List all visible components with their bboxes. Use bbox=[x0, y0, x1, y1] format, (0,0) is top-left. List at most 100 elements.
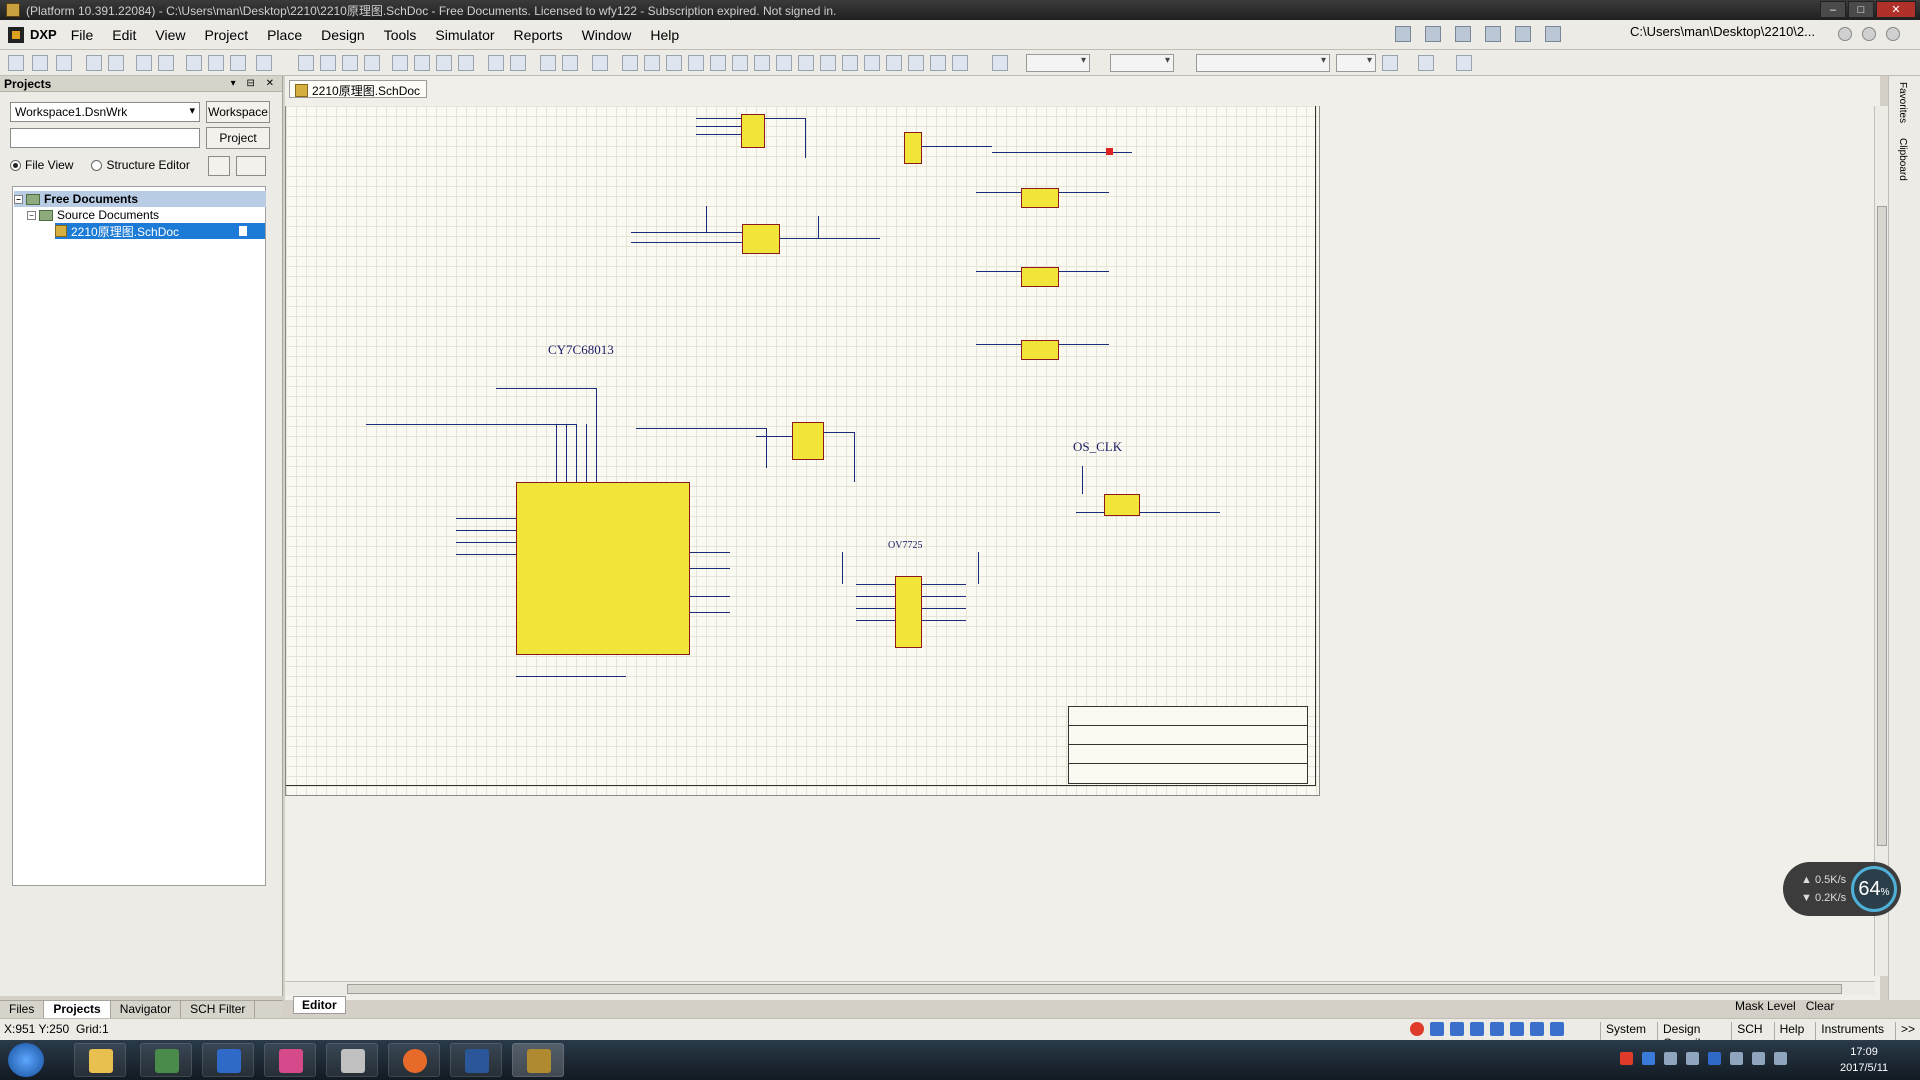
eeprom-chip[interactable] bbox=[742, 224, 780, 254]
place-wire-icon[interactable] bbox=[622, 55, 638, 71]
file-view-radio[interactable] bbox=[10, 159, 21, 171]
panel-header-controls[interactable]: ▾ ⊟ ✕ bbox=[230, 78, 278, 89]
minimize-button[interactable]: – bbox=[1820, 1, 1846, 18]
menu-window[interactable]: Window bbox=[581, 26, 632, 43]
collapse-icon[interactable]: − bbox=[27, 210, 36, 220]
tab-navigator[interactable]: Navigator bbox=[111, 1001, 182, 1018]
menu-file[interactable]: File bbox=[70, 26, 94, 43]
media-task[interactable] bbox=[264, 1043, 316, 1077]
zoom-fit-icon[interactable] bbox=[186, 55, 202, 71]
open-icon[interactable] bbox=[32, 55, 48, 71]
toolbar-combo-2[interactable] bbox=[1110, 54, 1174, 72]
header-connector-1[interactable] bbox=[741, 114, 765, 148]
skin-icon[interactable] bbox=[1530, 1022, 1544, 1036]
more-button[interactable]: >> bbox=[1894, 1022, 1920, 1050]
net-label-icon[interactable] bbox=[688, 55, 704, 71]
clear-button[interactable]: Clear bbox=[1805, 999, 1835, 1013]
back-icon[interactable] bbox=[1838, 27, 1852, 41]
sim-source-icon[interactable] bbox=[1515, 26, 1531, 42]
tab-sch-filter[interactable]: SCH Filter bbox=[181, 1001, 256, 1018]
compile-mask-icon[interactable] bbox=[952, 55, 968, 71]
cut-icon[interactable] bbox=[298, 55, 314, 71]
cross-probe-icon[interactable] bbox=[562, 55, 578, 71]
workspace-button[interactable]: Workspace bbox=[206, 101, 270, 123]
word-task[interactable] bbox=[450, 1043, 502, 1077]
schematic-sheet[interactable]: CY7C68013 OS_CLK OV7725 bbox=[285, 106, 1320, 796]
camera-label[interactable]: OV7725 bbox=[888, 540, 923, 551]
toolbar-combo-1[interactable] bbox=[1026, 54, 1090, 72]
clipboard-tab[interactable]: Clipboard bbox=[1897, 138, 1908, 181]
tab-projects[interactable]: Projects bbox=[44, 1001, 111, 1018]
tab-files[interactable]: Files bbox=[0, 1001, 45, 1018]
system-button[interactable]: System bbox=[1600, 1022, 1651, 1050]
place-bus-icon[interactable] bbox=[644, 55, 660, 71]
sch-button[interactable]: SCH bbox=[1731, 1022, 1767, 1050]
document-tab[interactable]: 2210原理图.SchDoc bbox=[289, 80, 428, 98]
no-erc-icon[interactable] bbox=[992, 55, 1008, 71]
zoom-in-icon[interactable] bbox=[256, 55, 272, 71]
tree-schdoc-item[interactable]: 2210原理图.SchDoc bbox=[55, 223, 265, 239]
user-icon[interactable] bbox=[1510, 1022, 1524, 1036]
sheet-entry-icon[interactable] bbox=[820, 55, 836, 71]
move-icon[interactable] bbox=[414, 55, 430, 71]
tree-source-documents[interactable]: − Source Documents bbox=[27, 207, 159, 223]
sogou-icon[interactable] bbox=[1410, 1022, 1424, 1036]
mcu-chip[interactable] bbox=[516, 482, 690, 655]
undo-icon[interactable] bbox=[488, 55, 504, 71]
hierarchy-icon[interactable] bbox=[540, 55, 556, 71]
toolbar-combo-3[interactable] bbox=[1196, 54, 1330, 72]
help-tray-icon[interactable] bbox=[1642, 1052, 1655, 1065]
line-style-icon[interactable] bbox=[1418, 55, 1434, 71]
device-sheet-icon[interactable] bbox=[842, 55, 858, 71]
zoom-selected-icon[interactable] bbox=[230, 55, 246, 71]
network-meter[interactable]: ▲ 0.5K/s ▼ 0.2K/s 64% bbox=[1783, 862, 1901, 916]
open-project-icon[interactable] bbox=[136, 55, 152, 71]
forward-icon[interactable] bbox=[1862, 27, 1876, 41]
sheet-symbol-icon[interactable] bbox=[798, 55, 814, 71]
switch-connector[interactable] bbox=[904, 132, 922, 164]
maximize-button[interactable]: □ bbox=[1848, 1, 1874, 18]
mcu-label[interactable]: CY7C68013 bbox=[548, 342, 614, 357]
taskbar-clock[interactable]: 17:09 2017/5/11 bbox=[1840, 1044, 1888, 1076]
vertical-scrollbar[interactable] bbox=[1874, 106, 1888, 976]
usb-connector[interactable] bbox=[792, 422, 824, 460]
redo-icon[interactable] bbox=[510, 55, 526, 71]
align-tool-icon[interactable] bbox=[1425, 26, 1441, 42]
wrench-icon[interactable] bbox=[1550, 1022, 1564, 1036]
project-input[interactable] bbox=[10, 128, 200, 148]
structure-editor-radio[interactable] bbox=[91, 159, 103, 171]
vertical-scroll-thumb[interactable] bbox=[1877, 206, 1887, 846]
harness-icon[interactable] bbox=[908, 55, 924, 71]
ground-port-icon[interactable] bbox=[732, 55, 748, 71]
regulator-1[interactable] bbox=[1021, 188, 1059, 208]
workspace-dropdown[interactable]: Workspace1.DsnWrk bbox=[10, 102, 200, 122]
zoom-area-icon[interactable] bbox=[208, 55, 224, 71]
horizontal-scrollbar[interactable] bbox=[285, 981, 1875, 995]
panel-refresh-icon[interactable] bbox=[208, 156, 230, 176]
rubber-stamp-icon[interactable] bbox=[364, 55, 380, 71]
camera-connector[interactable] bbox=[895, 576, 922, 648]
mask-level-button[interactable]: Mask Level bbox=[1735, 999, 1796, 1013]
horizontal-scroll-thumb[interactable] bbox=[347, 984, 1842, 994]
print-preview-icon[interactable] bbox=[108, 55, 124, 71]
speaker-icon[interactable] bbox=[1774, 1052, 1787, 1065]
browse-library-icon[interactable] bbox=[592, 55, 608, 71]
help-button[interactable]: Help bbox=[1773, 1022, 1810, 1050]
deselect-icon[interactable] bbox=[458, 55, 474, 71]
regulator-3[interactable] bbox=[1021, 340, 1059, 360]
digital-device-icon[interactable] bbox=[1485, 26, 1501, 42]
menu-edit[interactable]: Edit bbox=[112, 26, 137, 43]
arrange-icon[interactable] bbox=[1456, 55, 1472, 71]
flag-icon[interactable] bbox=[1686, 1052, 1699, 1065]
project-button[interactable]: Project bbox=[206, 127, 270, 149]
editor-tab[interactable]: Editor bbox=[293, 996, 346, 1014]
vcc-port-icon[interactable] bbox=[754, 55, 770, 71]
wiring-tool-icon[interactable] bbox=[1395, 26, 1411, 42]
menu-view[interactable]: View bbox=[155, 26, 186, 43]
toolbar-combo-4[interactable] bbox=[1336, 54, 1376, 72]
sogou-tray-icon[interactable] bbox=[1620, 1052, 1633, 1065]
print-icon[interactable] bbox=[86, 55, 102, 71]
document-path[interactable]: C:\Users\man\Desktop\2210\2... bbox=[1630, 24, 1815, 39]
home-icon[interactable] bbox=[1886, 27, 1900, 41]
favorites-tab[interactable]: Favorites bbox=[1897, 82, 1908, 124]
